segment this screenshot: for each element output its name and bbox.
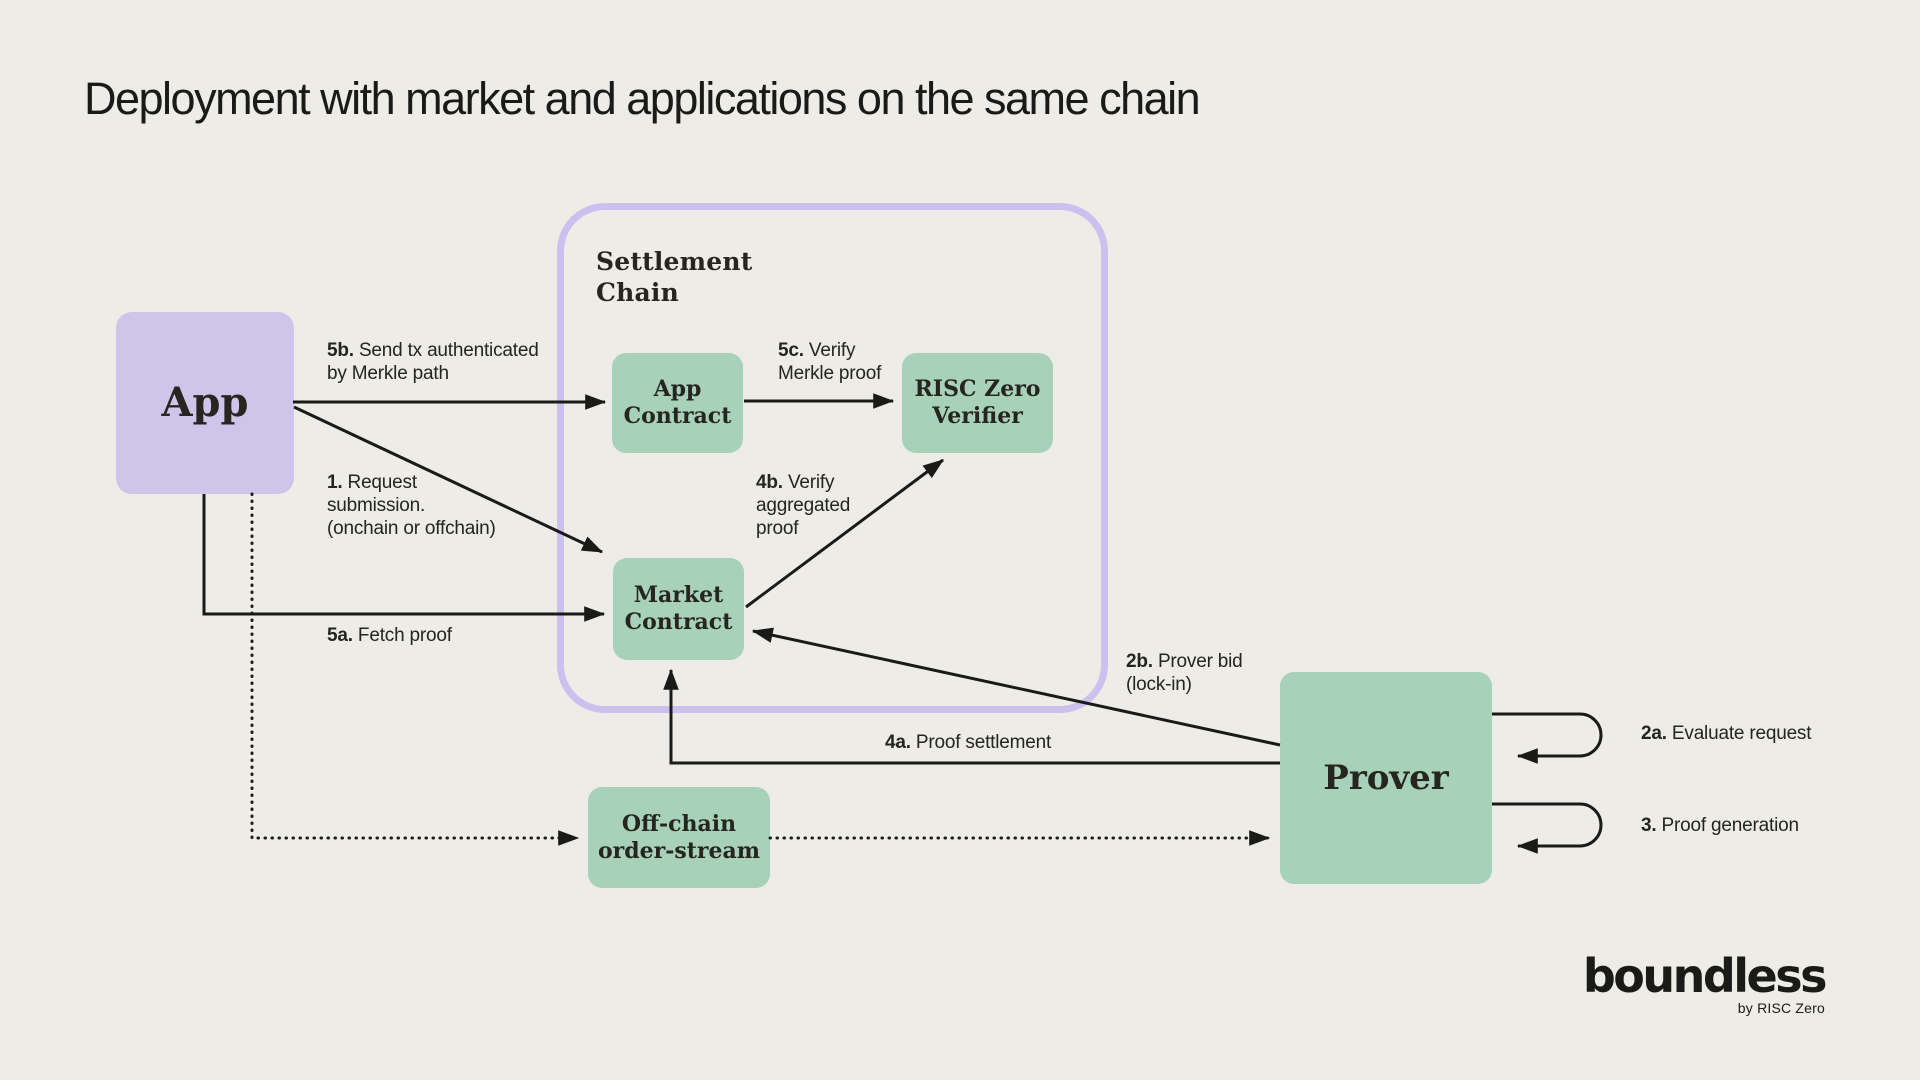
page-title: Deployment with market and applications …	[84, 73, 1201, 124]
edge-label-2b: 2b. Prover bid (lock-in)	[1126, 651, 1243, 695]
settlement-chain-title: Settlement Chain	[596, 247, 753, 307]
node-market-contract: Market Contract	[613, 558, 744, 660]
edge-2a-evaluate-loop	[1492, 712, 1603, 764]
node-app: App	[116, 312, 294, 494]
edge-label-3: 3. Proof generation	[1641, 815, 1799, 836]
edge-label-5a: 5a. Fetch proof	[327, 625, 452, 646]
boundless-wordmark: boundless	[1582, 949, 1828, 1003]
edge-label-1: 1. Request submission. (onchain or offch…	[327, 472, 496, 539]
node-prover: Prover	[1280, 672, 1492, 884]
edge-3-proof-generation-loop	[1492, 802, 1603, 854]
node-app-contract: App Contract	[612, 353, 743, 453]
edge-label-4b: 4b. Verify aggregated proof	[756, 472, 851, 539]
edge-label-4a: 4a. Proof settlement	[885, 732, 1052, 753]
edge-label-5b: 5b. Send tx authenticated by Merkle path	[327, 340, 539, 384]
node-offchain-order-stream: Off-chain order-stream	[588, 787, 770, 888]
edge-label-2a: 2a. Evaluate request	[1641, 723, 1812, 744]
boundless-logo: boundless by RISC Zero	[1582, 949, 1828, 1016]
node-risc-zero-verifier: RISC Zero Verifier	[902, 353, 1053, 453]
edge-dotted-app-to-stream	[250, 492, 580, 846]
edge-label-5c: 5c. Verify Merkle proof	[778, 340, 882, 384]
boundless-byline: by RISC Zero	[1737, 1000, 1825, 1016]
